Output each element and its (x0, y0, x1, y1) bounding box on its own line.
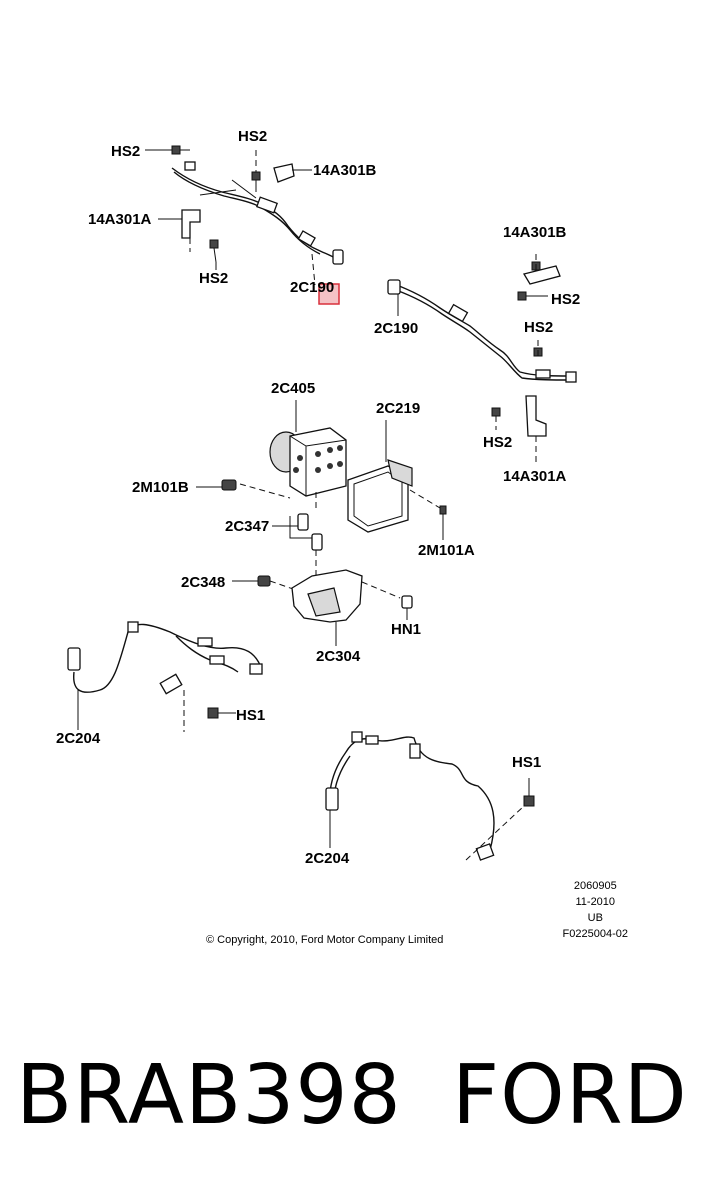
bolt-icon (207, 707, 219, 719)
label-2m101a: 2M101A (418, 542, 475, 559)
drawing-id: F0225004-02 (562, 928, 628, 940)
label-2c190: 2C190 (290, 279, 334, 296)
drawing-number: 2060905 (573, 880, 617, 892)
label-hs1: HS1 (236, 707, 265, 724)
label-2c347: 2C347 (225, 518, 269, 535)
label-2c204: 2C204 (56, 730, 101, 747)
label-hs2: HS2 (111, 143, 140, 160)
label-hn1: HN1 (391, 621, 421, 638)
part-number: BRAB398 (16, 1048, 402, 1143)
bolt-icon (491, 261, 543, 417)
abs-hydraulic-unit (239, 400, 347, 510)
label-hs2: HS2 (483, 434, 512, 451)
label-2c348: 2C348 (181, 574, 225, 591)
label-2c304: 2C304 (316, 648, 361, 665)
copyright-notice: © Copyright, 2010, Ford Motor Company Li… (206, 934, 444, 946)
label-hs2: HS2 (524, 319, 553, 336)
label-hs2: HS2 (199, 270, 228, 287)
label-2c190: 2C190 (374, 320, 418, 337)
label-2c204: 2C204 (305, 850, 350, 867)
highlight-marker (318, 283, 340, 305)
brand-name: FORD (452, 1048, 688, 1143)
bolt-icon (221, 479, 237, 491)
control-module (347, 420, 447, 540)
label-2m101b: 2M101B (132, 479, 189, 496)
label-2c405: 2C405 (271, 380, 315, 397)
bolt-icon (523, 795, 535, 807)
parts-diagram: HS2 HS2 14A301B 14A301A HS2 2C190 14A301… (56, 128, 580, 867)
label-14a301a: 14A301A (503, 468, 567, 485)
mounting-bracket (291, 569, 401, 646)
drawing-code: UB (587, 912, 603, 924)
label-14a301b: 14A301B (503, 224, 567, 241)
harness-upper-right (387, 252, 577, 462)
insulator-group (272, 513, 323, 578)
bolt-icon (171, 145, 261, 263)
drawing-date: 11-2010 (575, 896, 616, 908)
label-hs1: HS1 (512, 754, 541, 771)
harness-upper-left (145, 145, 344, 286)
bolt-icon (257, 575, 271, 587)
label-14a301b: 14A301B (313, 162, 377, 179)
label-hs2: HS2 (238, 128, 267, 145)
label-14a301a: 14A301A (88, 211, 152, 228)
label-hs2: HS2 (551, 291, 580, 308)
drawing-reference: 2060905 11-2010 UB F0225004-02 (563, 878, 628, 942)
wheel-sensor-right (325, 731, 535, 861)
label-2c219: 2C219 (376, 400, 420, 417)
nut-icon (401, 595, 413, 609)
wheel-sensor-left (67, 621, 263, 732)
